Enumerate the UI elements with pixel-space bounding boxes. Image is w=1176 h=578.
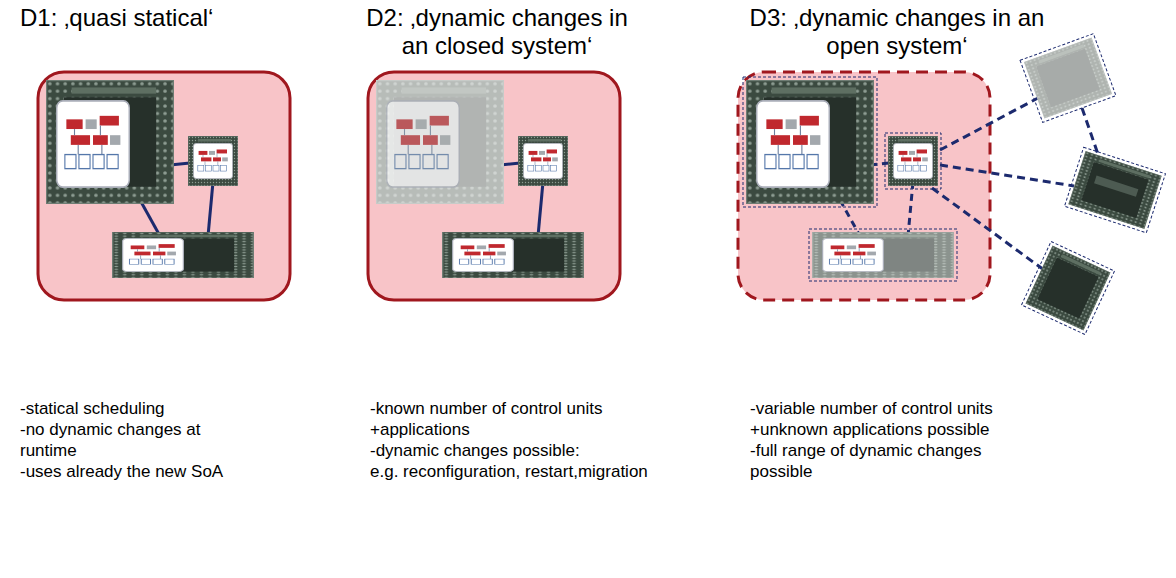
system-d2 [368,72,620,300]
control-unit [746,80,874,204]
external-control-unit [1021,241,1114,334]
bullet-text: -full range of dynamic changes possible [750,440,1000,482]
bullet-text: +applications [370,419,470,440]
column-heading: D3: ‚dynamic changes in an open system‘ [737,4,1057,60]
unit-frames [743,77,957,281]
system-region: D1: ‚quasi statical‘-statical scheduling… [38,72,290,300]
external-control-unit [1020,34,1116,123]
bullet-text: -no dynamic changes at runtime [20,419,225,461]
column-heading: D2: ‚dynamic changes in an closed system… [357,4,637,60]
column-heading: D1: ‚quasi statical‘ [20,4,213,32]
control-unit [188,136,238,186]
bullet-text: e.g. reconfiguration, restart,migration [370,461,648,482]
system-boundary [38,72,290,300]
system-boundary [368,72,620,300]
bullet-text: -dynamic changes possible: [370,440,580,461]
control-unit [518,136,568,186]
system-region: D2: ‚dynamic changes in an closed system… [368,72,620,300]
control-unit [442,232,584,278]
bullet-text: +unknown applications possible [750,419,990,440]
external-control-unit [1065,147,1166,233]
external-links [932,98,1100,270]
control-unit [812,232,954,278]
bullet-text: -known number of control units [370,398,602,419]
system-boundary [738,72,990,300]
control-unit [888,136,938,186]
bullet-text: -statical scheduling [20,398,165,419]
system-d1 [38,72,290,300]
bullet-text: -variable number of control units [750,398,993,419]
system-region: D3: ‚dynamic changes in an open system‘-… [738,72,990,300]
inactive-control-unit [376,80,504,204]
bullet-text: -uses already the new SoA [20,461,223,482]
control-unit [46,80,174,204]
system-d3 [738,72,990,300]
control-unit [112,232,254,278]
